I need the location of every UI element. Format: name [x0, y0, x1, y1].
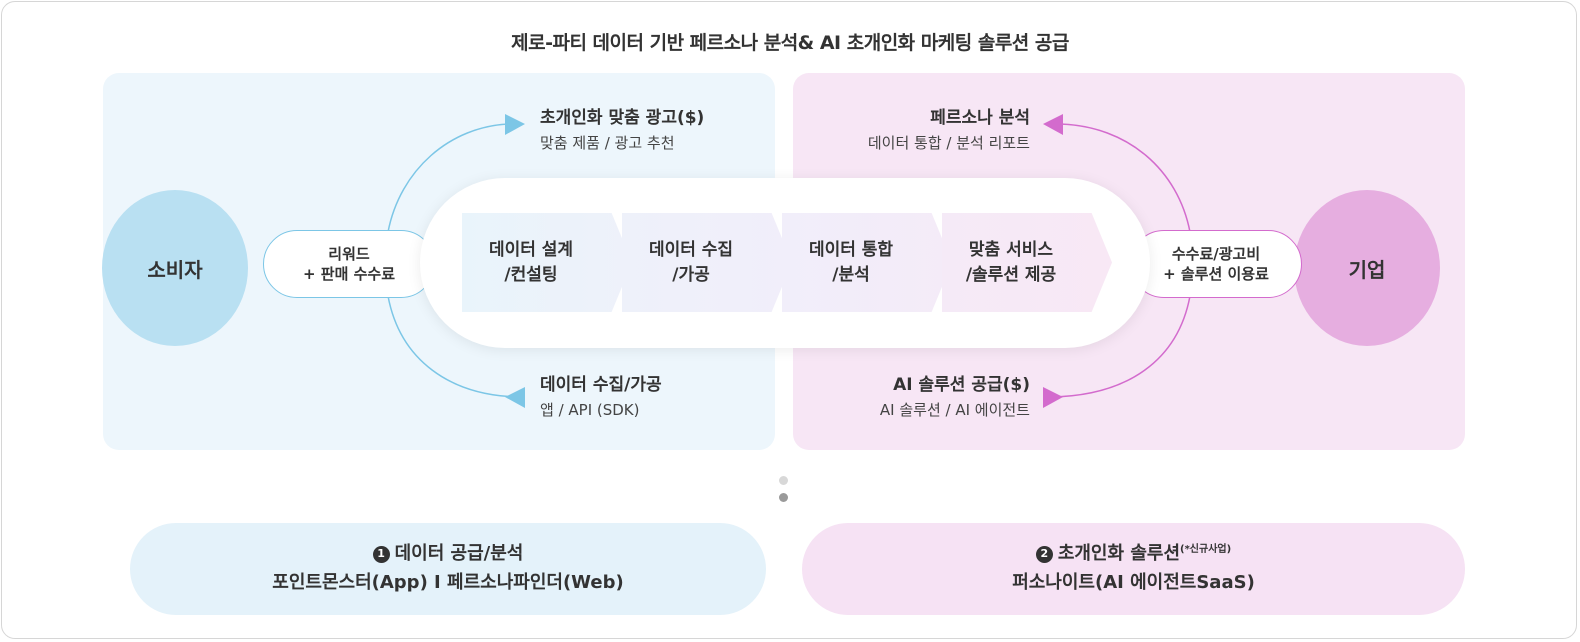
business-title: 데이터 공급/분석 — [394, 543, 524, 565]
business-note: (*신규사업) — [1180, 544, 1232, 556]
flow-heading: 초개인화 맞춤 광고($) — [540, 108, 705, 128]
pill-line: + 솔루션 이용료 — [1163, 265, 1269, 283]
step-line: 데이터 설계 — [488, 239, 574, 260]
step-line: /가공 — [672, 264, 710, 285]
process-step: 데이터 설계/컨설팅 — [462, 213, 632, 312]
process-step: 맞춤 서비스/솔루션 제공 — [942, 213, 1112, 312]
step-line: 데이터 수집 — [648, 239, 734, 260]
step-line: /솔루션 제공 — [965, 264, 1057, 285]
consumer-node: 소비자 — [102, 190, 248, 346]
arrow-left-bottom — [387, 295, 521, 398]
process-step: 데이터 통합/분석 — [782, 213, 952, 312]
company-node: 기업 — [1294, 190, 1440, 346]
step-line: 맞춤 서비스 — [968, 239, 1054, 260]
flow-label-right-top: 페르소나 분석 데이터 통합 / 분석 리포트 — [868, 103, 1030, 153]
separator-dot — [779, 476, 788, 485]
process-step: 데이터 수집/가공 — [622, 213, 792, 312]
step-line: /분석 — [832, 264, 870, 285]
flow-heading: 페르소나 분석 — [930, 108, 1030, 128]
flow-sub: 앱 / API (SDK) — [540, 401, 640, 419]
company-fee-pill: 수수료/광고비 + 솔루션 이용료 — [1130, 230, 1302, 298]
business-title: 초개인화 솔루션 — [1057, 543, 1180, 565]
arrowhead-left-top — [505, 114, 525, 135]
pill-line: 리워드 — [328, 244, 370, 263]
arrowhead-right-top — [1043, 114, 1063, 135]
arrowhead-left-bottom — [505, 387, 525, 408]
pill-line: 수수료/광고비 — [1171, 244, 1261, 263]
flow-label-right-bottom: AI 솔루션 공급($) AI 솔루션 / AI 에이전트 — [880, 370, 1030, 420]
flow-sub: 맞춤 제품 / 광고 추천 — [540, 134, 675, 152]
flow-heading: AI 솔루션 공급($) — [893, 375, 1030, 395]
flow-heading: 데이터 수집/가공 — [540, 375, 662, 395]
arrow-right-bottom — [1049, 295, 1191, 398]
separator-dot — [779, 493, 788, 502]
arrowhead-right-bottom — [1043, 387, 1063, 408]
step-line: /컨설팅 — [504, 264, 558, 285]
flow-sub: 데이터 통합 / 분석 리포트 — [867, 134, 1030, 152]
number-badge: 1 — [372, 545, 390, 563]
arrow-left-top — [387, 123, 511, 233]
step-line: 데이터 통합 — [808, 239, 894, 260]
diagram-title: 제로-파티 데이터 기반 페르소나 분석& AI 초개인화 마케팅 솔루션 공급 — [511, 32, 1069, 54]
business-products: 포인트몬스터(App) I 페르소나파인더(Web) — [272, 572, 624, 593]
arrow-right-top — [1059, 123, 1191, 233]
flow-sub: AI 솔루션 / AI 에이전트 — [879, 401, 1030, 419]
consumer-reward-pill: 리워드 + 판매 수수료 — [263, 230, 435, 298]
flow-label-left-bottom: 데이터 수집/가공 앱 / API (SDK) — [540, 370, 662, 420]
flow-label-left-top: 초개인화 맞춤 광고($) 맞춤 제품 / 광고 추천 — [540, 103, 704, 153]
number-badge: 2 — [1035, 545, 1053, 563]
business-products: 퍼소나이트(AI 에이전트SaaS) — [1012, 572, 1255, 593]
pill-line: + 판매 수수료 — [302, 265, 395, 283]
